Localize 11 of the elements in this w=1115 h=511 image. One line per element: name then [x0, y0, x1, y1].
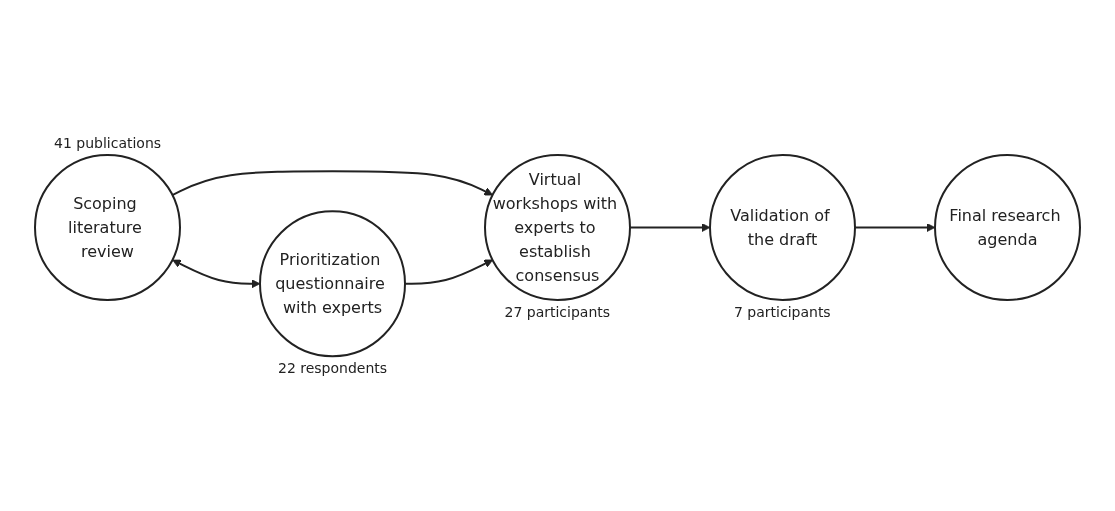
node-caption: 22 respondents	[278, 360, 388, 377]
node-circle: Final research agenda	[934, 153, 1081, 301]
node-caption: 41 publications	[54, 134, 162, 151]
node-circle: Prioritization questionnaire with experts	[259, 210, 406, 358]
node-circle: Validation of the draft	[709, 153, 856, 301]
arrow	[172, 259, 261, 288]
node-caption: 7 participants	[734, 303, 831, 320]
node-caption: 27 participants	[504, 303, 611, 320]
arrow	[171, 170, 494, 196]
node-circle: Scoping literature review	[34, 153, 181, 301]
node-circle: Virtual workshops with experts to establish consensus	[484, 153, 631, 301]
